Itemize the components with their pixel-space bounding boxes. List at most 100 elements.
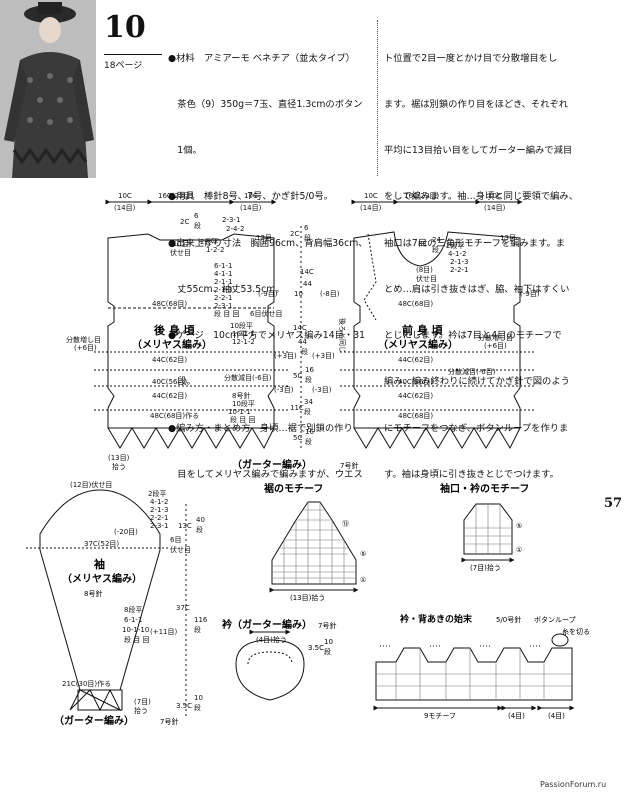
back-body-label: 48C(68目)作る xyxy=(150,411,199,420)
sleeve-body-label: 段 xyxy=(194,625,201,634)
instruction-line: をして編みます。袖…身頃と同じ要領で編み、 xyxy=(384,191,579,203)
sleeve-body-label: 3.5C xyxy=(176,702,192,710)
front-neck-label: 4-1-2 xyxy=(448,250,466,258)
sleeve-cap-label: 13C xyxy=(178,522,192,530)
page-reference: 18ページ xyxy=(104,61,143,71)
front-neck-label: 13目 xyxy=(500,234,516,242)
sleeve-cap-label: 伏せ目 xyxy=(170,545,191,554)
length-dim: 16 xyxy=(305,366,314,374)
length-dim: 段 xyxy=(305,437,312,446)
front-body-label: 40C(56目) xyxy=(398,378,433,386)
front-top-dim: (14目) xyxy=(360,204,382,212)
instruction-line: とじにします。衿は7目と4目のモチーフで xyxy=(384,330,562,342)
hem-motif-title: 裾のモチーフ xyxy=(264,482,323,495)
back-body-label: 段 目 回 xyxy=(230,415,255,424)
finish-dim: 9モチーフ xyxy=(424,712,456,720)
back-body-label: (+6目) xyxy=(74,344,97,352)
back-body-label: 10-1-1 xyxy=(228,408,251,416)
sleeve-cap-label: 2段平 xyxy=(148,489,166,498)
front-body-label: 44C(62目) xyxy=(398,356,433,364)
length-dim: 5C xyxy=(293,434,302,442)
back-neck-label: 1-2-2 xyxy=(206,246,224,254)
front-title: 前 身 頃 xyxy=(402,323,444,337)
sleeve-body-label: 拾う xyxy=(134,706,148,715)
front-top-dim: 10C xyxy=(488,192,502,200)
instruction-line: 目をしてメリヤス編みで編みますが、ウエス xyxy=(168,468,363,480)
model-photo xyxy=(0,0,96,178)
instruction-line: 平均に13目拾い目をしてガーター編みで減目 xyxy=(384,145,573,157)
sleeve-body-label: 10-1-10 xyxy=(122,626,149,634)
length-dim: (-3目) xyxy=(274,386,294,394)
front-body-diagram xyxy=(340,199,534,450)
instruction-line: 編み、編み終わりに続けてかぎ針で図のよう xyxy=(384,376,570,388)
stitch-mark: ⑤ xyxy=(360,550,366,558)
length-dim: 16 xyxy=(305,428,314,436)
front-neck-label: 段 xyxy=(432,245,439,254)
length-dim: 6 xyxy=(304,224,309,232)
instruction-line: 袖口は7目の三角形モチーフを編みます。ま xyxy=(384,237,566,249)
back-body-label: 拾う xyxy=(112,462,126,471)
collar-dim: 10 xyxy=(324,638,333,646)
back-body-label: 40C(56目) xyxy=(152,378,187,386)
collar-finish-chart xyxy=(373,633,575,711)
back-body-label: (13目) xyxy=(108,454,130,462)
pick-up-label: (7目)拾う xyxy=(470,563,501,572)
front-neck-label: 24 xyxy=(432,236,441,244)
back-neck-label: 2C xyxy=(180,218,189,226)
sleeve-cap-label: 4-1-2 xyxy=(150,498,168,506)
back-neck-label: 段 xyxy=(194,221,201,230)
back-body-label: 分散減目(-6目) xyxy=(224,373,272,382)
instruction-line: 茶色（9）350g＝7玉、直径1.3cmのボタン xyxy=(168,99,363,111)
length-dim: 2C xyxy=(290,230,299,238)
back-body-label: 44C(62目) xyxy=(152,356,187,364)
front-body-label: 44C(62目) xyxy=(398,392,433,400)
sleeve-cap-label: 37C(52目) xyxy=(84,540,119,548)
instruction-line: 1個。 xyxy=(168,145,202,157)
length-dim: 44 xyxy=(303,280,312,288)
back-neck-label: 2段平 xyxy=(200,237,218,246)
sleeve-diagram xyxy=(26,489,187,716)
back-neck-label: 6 xyxy=(194,212,199,220)
column-divider xyxy=(377,20,378,176)
sleeve-cap-label: (12目)伏せ目 xyxy=(70,480,112,489)
stitch-mark: ① xyxy=(360,576,366,584)
button-loop-label: ボタンループ xyxy=(534,615,576,624)
sleeve-cap-label: 6目 xyxy=(170,536,181,544)
back-body-diagram xyxy=(94,199,288,450)
length-dim: 段 xyxy=(304,233,311,242)
front-body-label: (-9目) xyxy=(520,290,540,298)
front-body-label: 48C(68目) xyxy=(398,412,433,420)
back-armhole-label: 6目伏せ目 xyxy=(250,309,282,318)
length-dim: (+3目) xyxy=(274,352,297,360)
collar-title: 衿（ガーター編み） xyxy=(222,618,312,631)
front-body-label: (+6目) xyxy=(484,342,507,350)
length-dim: (+3目) xyxy=(312,352,335,360)
sleeve-garter-label: （ガーター編み） xyxy=(54,714,134,727)
back-neck-label: 2-3-1 xyxy=(222,216,240,224)
back-armhole-label: 2-1-1 xyxy=(214,278,232,286)
sleeve-cap-label: 段 xyxy=(196,525,203,534)
cuff-motif-chart xyxy=(461,503,515,563)
back-body-label: 44C(62目) xyxy=(152,392,187,400)
length-dim: (-3目) xyxy=(312,386,332,394)
sleeve-body-label: 10 xyxy=(194,694,203,702)
back-top-dim: 10C xyxy=(244,192,258,200)
back-armhole-label: (-9目) xyxy=(258,290,278,298)
pick-up-label: (13目)拾う xyxy=(290,593,325,602)
front-body-label: (-8目) xyxy=(320,290,340,298)
cut-yarn-label: 糸を切る xyxy=(562,627,590,636)
hook-size: 5/0号針 xyxy=(496,615,521,624)
sleeve-body-label: 37C xyxy=(176,604,190,612)
front-subtitle: （メリヤス編み） xyxy=(378,338,458,351)
finish-title: 衿・背あきの始末 xyxy=(400,613,473,625)
back-neck-label: 13目 xyxy=(256,234,272,242)
back-armhole-label: 6-1-1 xyxy=(214,262,232,270)
back-subtitle: （メリヤス編み） xyxy=(132,338,212,351)
front-neck-label: (8目) xyxy=(416,266,433,274)
front-top-dim: 10C xyxy=(364,192,378,200)
sleeve-body-label: (+11目) xyxy=(150,628,178,636)
needle-label: 7号針 xyxy=(340,461,358,470)
back-armhole-label: 2-3-1 xyxy=(214,302,232,310)
front-neck-label: 伏せ目 xyxy=(416,274,437,283)
instruction-line: 段。 xyxy=(168,376,196,388)
